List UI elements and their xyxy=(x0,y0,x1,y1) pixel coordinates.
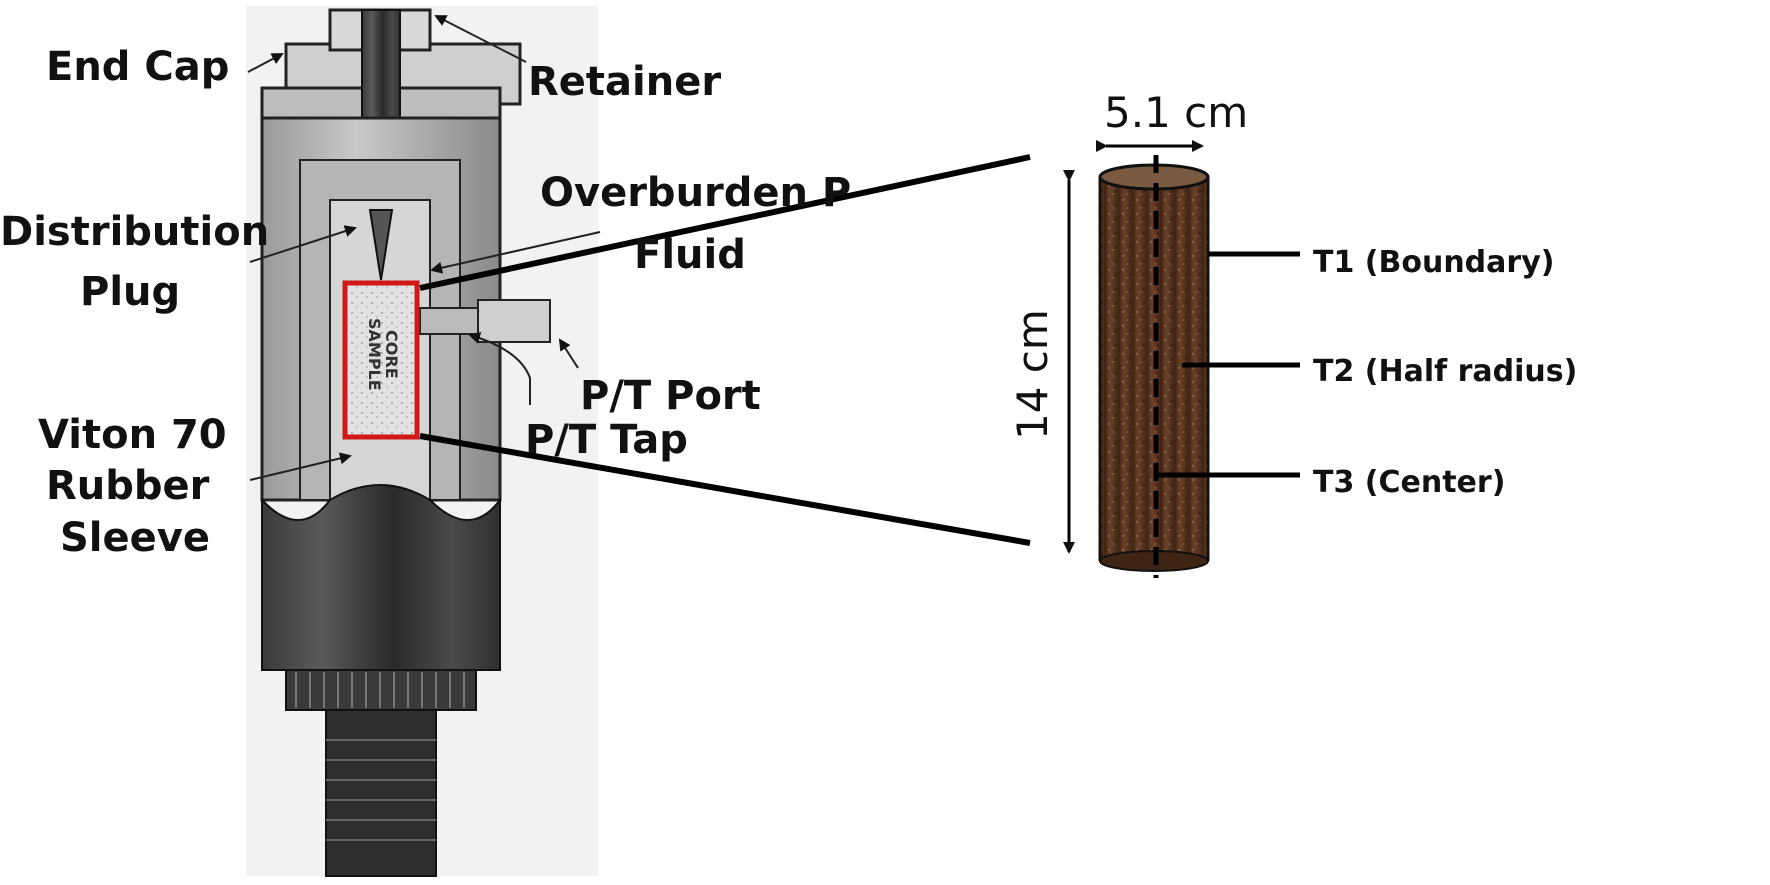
core-text-line2: SAMPLE xyxy=(365,318,385,391)
label-overburden: Overburden P xyxy=(540,170,852,216)
core-sample-in-cell xyxy=(342,280,420,440)
label-pt-tap: P/T Tap xyxy=(525,417,688,463)
label-end-cap: End Cap xyxy=(46,44,230,90)
core-cylinder xyxy=(1098,155,1210,578)
label-t1: T1 (Boundary) xyxy=(1313,245,1555,280)
projection-lines xyxy=(419,154,1031,546)
leader-lines xyxy=(247,15,601,481)
label-diameter: 5.1 cm xyxy=(1104,88,1249,137)
label-rubber: Rubber xyxy=(46,463,210,509)
label-t2: T2 (Half radius) xyxy=(1313,354,1578,389)
label-retainer: Retainer xyxy=(528,59,722,105)
label-plug: Plug xyxy=(80,269,181,315)
core-sample-text: CORE SAMPLE xyxy=(365,318,401,391)
label-fluid: Fluid xyxy=(634,232,746,278)
label-viton: Viton 70 xyxy=(38,412,227,458)
label-t3: T3 (Center) xyxy=(1313,465,1506,500)
label-distribution: Distribution xyxy=(0,209,270,255)
label-sleeve: Sleeve xyxy=(60,515,210,561)
core-text-line1: CORE xyxy=(382,330,401,379)
label-length: 14 cm xyxy=(1008,309,1057,440)
label-pt-port: P/T Port xyxy=(580,373,761,419)
sensor-lines xyxy=(1156,251,1300,478)
